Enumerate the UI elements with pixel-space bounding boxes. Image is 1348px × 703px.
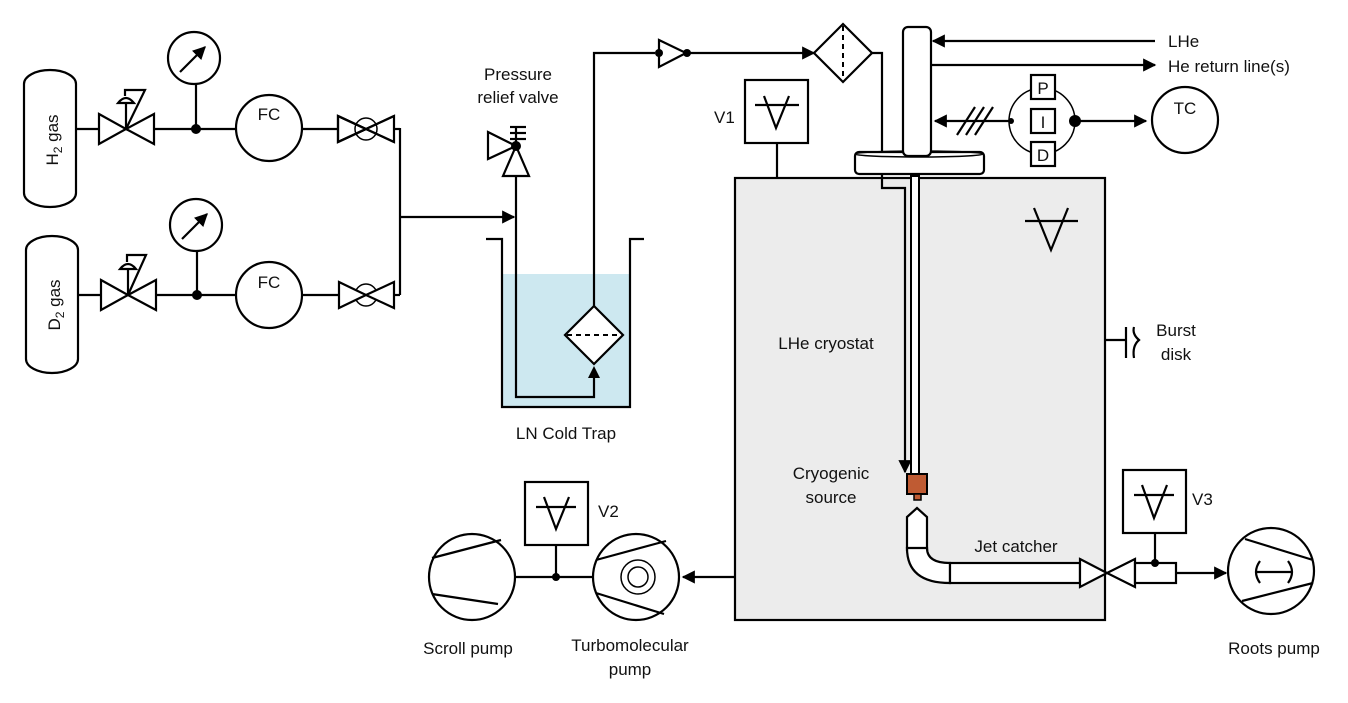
v1-label: V1 bbox=[714, 108, 735, 127]
pid-controller[interactable]: P I D bbox=[1008, 73, 1081, 168]
v2-vacuum-gauge[interactable] bbox=[523, 480, 590, 547]
cryo-source-label-2: source bbox=[805, 488, 856, 507]
h2-pressure-regulator-icon[interactable] bbox=[97, 88, 156, 146]
turbomolecular-pump-icon[interactable] bbox=[591, 532, 681, 622]
he-return-label: He return line(s) bbox=[1168, 57, 1290, 76]
h2-gas-label: H2 gas bbox=[43, 114, 65, 165]
tc-label: TC bbox=[1174, 99, 1197, 118]
d2-pressure-gauge-icon[interactable] bbox=[168, 197, 224, 253]
jet-catcher[interactable] bbox=[905, 506, 1110, 589]
cryostat-label: LHe cryostat bbox=[778, 334, 874, 353]
pid-d: D bbox=[1037, 146, 1049, 165]
jet-catcher-label: Jet catcher bbox=[974, 537, 1057, 556]
burst-disk-label-2: disk bbox=[1161, 345, 1192, 364]
d2-flow-controller[interactable]: FC bbox=[234, 260, 304, 330]
cold-trap-label: LN Cold Trap bbox=[516, 424, 616, 443]
check-valve-icon[interactable] bbox=[655, 38, 691, 69]
d2-shutoff-valve-icon[interactable] bbox=[337, 280, 396, 310]
pressure-relief-label-2: relief valve bbox=[477, 88, 558, 107]
v3-label: V3 bbox=[1192, 490, 1213, 509]
v2-label: V2 bbox=[598, 502, 619, 521]
d2-pressure-regulator-icon[interactable] bbox=[99, 253, 158, 312]
h2-supply-line: H2 gas FC bbox=[22, 30, 400, 209]
burst-disk-icon[interactable] bbox=[1105, 326, 1141, 359]
v1-vacuum-gauge[interactable] bbox=[743, 78, 810, 145]
h2-flow-controller[interactable]: FC bbox=[234, 93, 304, 163]
scroll-pump-label: Scroll pump bbox=[423, 639, 513, 658]
pressure-relief-valve-icon[interactable] bbox=[486, 125, 531, 178]
cryogenic-source[interactable] bbox=[906, 473, 928, 495]
turbo-pump-label: Turbomolecular bbox=[571, 636, 689, 655]
h2-shutoff-valve-icon[interactable] bbox=[336, 114, 396, 144]
h2-gas-cylinder[interactable] bbox=[22, 68, 78, 209]
lhe-label: LHe bbox=[1168, 32, 1199, 51]
cold-finger bbox=[910, 175, 920, 475]
signal-hash-icon bbox=[956, 106, 994, 136]
d2-gas-label: D2 gas bbox=[45, 279, 67, 330]
pressure-relief-label: Pressure bbox=[484, 65, 552, 84]
turbo-pump-label-2: pump bbox=[609, 660, 652, 679]
d2-gas-cylinder[interactable] bbox=[24, 234, 80, 375]
pid-i: I bbox=[1041, 113, 1046, 132]
pid-p: P bbox=[1037, 79, 1048, 98]
h2-pressure-gauge-icon[interactable] bbox=[166, 30, 222, 86]
v3-valve-icon[interactable] bbox=[1104, 557, 1178, 589]
d2-fc-label: FC bbox=[258, 273, 281, 292]
v3-vacuum-gauge[interactable] bbox=[1121, 468, 1188, 535]
liquid-level-icon bbox=[1025, 207, 1078, 253]
filter-icon[interactable] bbox=[812, 22, 874, 84]
roots-pump-icon[interactable] bbox=[1226, 526, 1316, 616]
temperature-controller[interactable]: TC bbox=[1150, 85, 1220, 155]
h2-fc-label: FC bbox=[258, 105, 281, 124]
roots-pump-label: Roots pump bbox=[1228, 639, 1320, 658]
burst-disk-label: Burst bbox=[1156, 321, 1196, 340]
ln-cold-trap[interactable] bbox=[486, 51, 655, 409]
cold-head[interactable] bbox=[853, 25, 986, 176]
scroll-pump-icon[interactable] bbox=[427, 532, 517, 622]
cold-trap-filter-icon bbox=[563, 304, 625, 366]
d2-supply-line: D2 gas FC bbox=[24, 197, 400, 375]
cryo-source-label: Cryogenic bbox=[793, 464, 870, 483]
